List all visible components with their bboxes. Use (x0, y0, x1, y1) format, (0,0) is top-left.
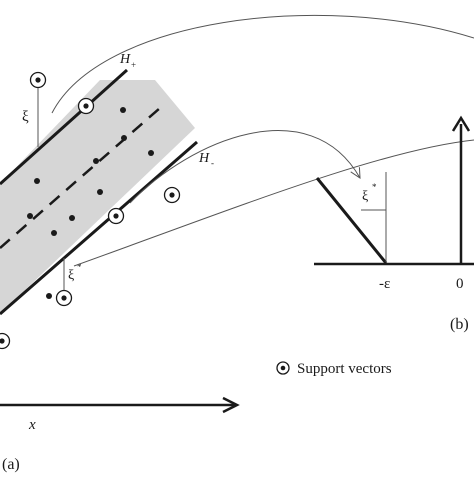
hyperplane-upper-label: H (119, 52, 131, 67)
slack-star-superscript: * (372, 182, 377, 192)
panel-a: H + H - (0, 52, 240, 473)
support-vector (55, 289, 73, 307)
panel-b-label: (b) (450, 316, 469, 333)
loss-axis-arrowhead (451, 115, 471, 132)
data-point (97, 189, 103, 195)
support-vector (77, 97, 95, 115)
loss-function-slope (315, 177, 388, 264)
data-point (93, 158, 99, 164)
hyperplane-lower-subscript: - (211, 158, 214, 168)
support-vector (107, 207, 125, 225)
data-point (46, 293, 52, 299)
support-vector (163, 186, 181, 204)
connector-curves (51, 14, 474, 267)
panel-a-label: (a) (2, 456, 20, 473)
support-vector (29, 71, 47, 89)
x-axis-label: x (28, 417, 36, 433)
slack-upper-label: ξ (22, 109, 29, 125)
slack-star-label: ξ (362, 189, 368, 204)
data-points (27, 107, 154, 299)
slack-lower-label: ξ (68, 268, 74, 283)
hyperplane-lower-label: H (198, 151, 210, 166)
slack-lower-superscript: * (77, 262, 82, 272)
x-axis-arrowhead (222, 396, 240, 414)
connector-curve-middle (129, 130, 360, 204)
tick-label-zero: 0 (456, 276, 464, 292)
data-point (148, 150, 154, 156)
legend-support-vectors-label: Support vectors (297, 361, 392, 377)
data-point (51, 230, 57, 236)
data-point (120, 107, 126, 113)
connector-curve-upper (51, 14, 474, 114)
support-vector (0, 332, 11, 350)
data-point (69, 215, 75, 221)
data-point (121, 135, 127, 141)
hyperplane-upper (0, 68, 129, 186)
connector-curve-lower (73, 139, 474, 267)
legend: Support vectors (276, 361, 392, 377)
support-vectors (0, 71, 181, 350)
hyperplane-upper-subscript: + (131, 60, 136, 70)
tick-label-neg-epsilon: -ε (379, 276, 390, 292)
support-vector-legend-icon (276, 361, 290, 375)
regression-line (0, 107, 161, 249)
panel-b: ξ * -ε 0 (b) (314, 115, 474, 333)
data-point (34, 178, 40, 184)
data-point (27, 213, 33, 219)
hyperplane-lower (0, 140, 198, 316)
